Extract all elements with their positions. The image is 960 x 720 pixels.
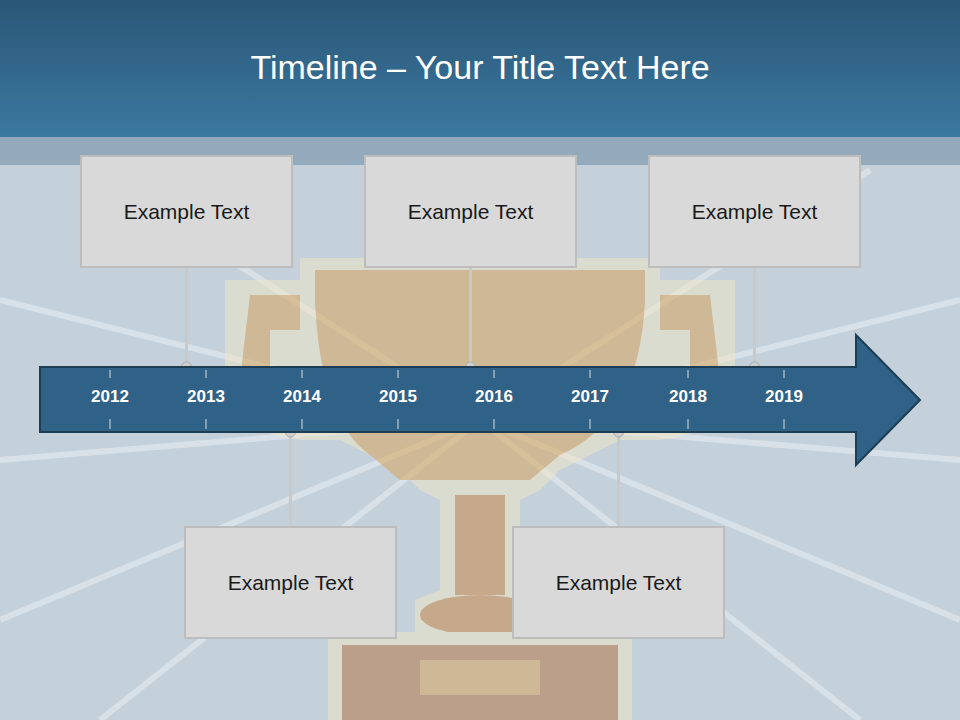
event-box: Example Text [184, 526, 397, 639]
tick-mark [398, 419, 399, 429]
leader-line [614, 427, 624, 526]
box-label: Example Text [408, 200, 534, 224]
year-label: 2018 [658, 387, 718, 407]
tick-mark [206, 370, 207, 378]
event-box: Example Text [648, 155, 861, 268]
title: Timeline – Your Title Text Here [0, 0, 960, 87]
leader-line [750, 268, 760, 372]
tick-mark [110, 419, 111, 429]
tick-mark [784, 370, 785, 378]
box-text-group: Example Text [408, 200, 534, 224]
leader-line [286, 427, 296, 526]
tick-mark [110, 370, 111, 378]
tick-mark [590, 370, 591, 378]
arrow-body [40, 335, 920, 465]
tick-mark [206, 419, 207, 429]
leader-line [182, 268, 192, 372]
leader-stem [185, 268, 188, 367]
event-box: Example Text [512, 526, 725, 639]
event-box: Example Text [364, 155, 577, 268]
leader-stem [617, 432, 620, 526]
year-label: 2015 [368, 387, 428, 407]
leader-stem [753, 268, 756, 367]
year-label: 2013 [176, 387, 236, 407]
tick-mark [688, 419, 689, 429]
tick-mark [494, 370, 495, 378]
box-label: Example Text [556, 571, 682, 595]
header-band: Timeline – Your Title Text Here [0, 0, 960, 137]
event-box: Example Text [80, 155, 293, 268]
tick-mark [590, 419, 591, 429]
year-label: 2019 [754, 387, 814, 407]
year-label: 2017 [560, 387, 620, 407]
year-label: 2012 [80, 387, 140, 407]
box-label: Example Text [692, 200, 818, 224]
box-label: Example Text [124, 200, 250, 224]
tick-mark [302, 370, 303, 378]
year-label: 2014 [272, 387, 332, 407]
tick-mark [494, 419, 495, 429]
box-text-group: Example Text [124, 200, 250, 224]
tick-mark [302, 419, 303, 429]
box-text-group: Example Text [228, 571, 354, 595]
box-text-group: Example Text [692, 200, 818, 224]
box-text-group: Example Text [556, 571, 682, 595]
leader-line [466, 268, 476, 372]
box-label: Example Text [228, 571, 354, 595]
leader-stem [289, 432, 292, 526]
timeline-arrow: 2012 2013 2014 2015 2016 2017 2018 2019 [40, 367, 856, 432]
year-label: 2016 [464, 387, 524, 407]
leader-stem [469, 268, 472, 367]
tick-mark [784, 419, 785, 429]
tick-mark [398, 370, 399, 378]
tick-mark [688, 370, 689, 378]
